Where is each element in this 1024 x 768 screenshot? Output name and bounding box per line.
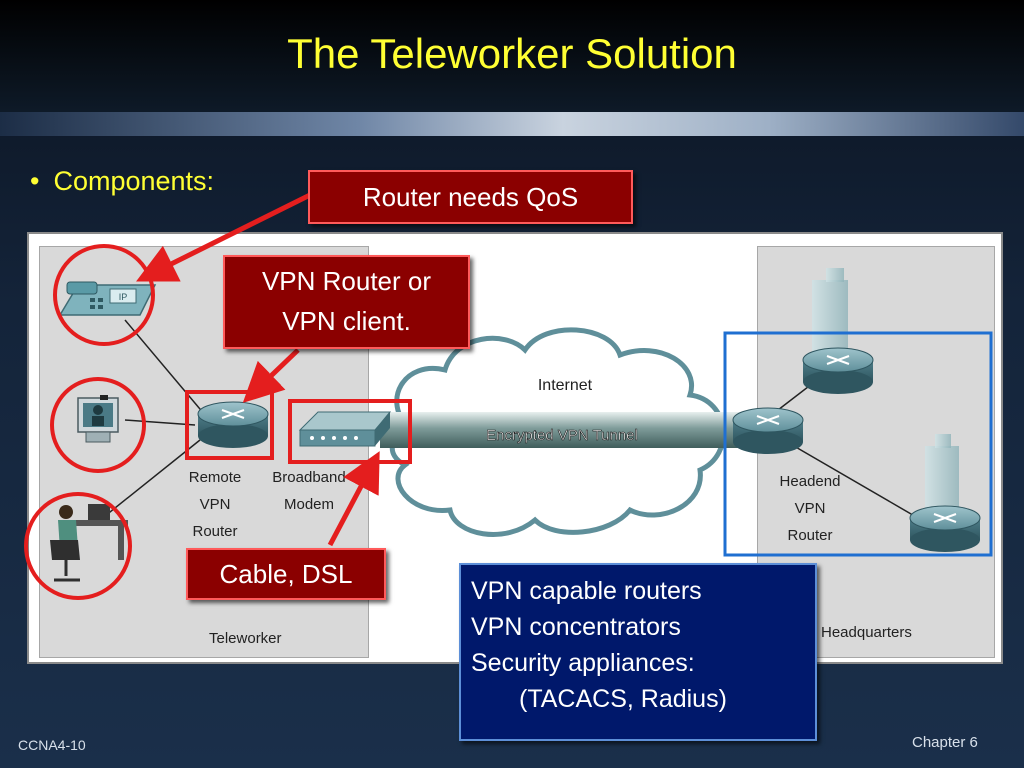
bullet-text: Components: (53, 166, 215, 196)
headend-router-label-line: VPN (794, 500, 826, 517)
ip-phone-icon: IP (58, 281, 157, 316)
tunnel-label: Encrypted VPN Tunnel (486, 427, 638, 444)
info-box-line: VPN concentrators (471, 613, 681, 641)
remote-router-icon (197, 401, 269, 448)
remote-router-highlight (185, 390, 274, 460)
title-divider (0, 112, 1024, 136)
bullet-dot-icon: • (30, 166, 40, 196)
hq-highlight (723, 331, 993, 557)
callout-arrows (136, 192, 380, 547)
highlight-circles (24, 244, 155, 600)
qos-callout: Router needs QoS (308, 170, 633, 224)
cable-callout: Cable, DSL (186, 548, 386, 600)
vpn-tunnel: Encrypted VPN Tunnel (380, 412, 760, 448)
headend-router-icon (732, 407, 804, 454)
footer-chapter: Chapter 6 (912, 734, 978, 751)
headquarters-zone-label: Headquarters (821, 624, 912, 641)
hq-router-icon (909, 505, 981, 552)
hq-router-icon (802, 347, 874, 394)
teleworker-zone-label: Teleworker (209, 630, 282, 647)
headend-router-label-line: Router (787, 527, 833, 544)
vpn-components-box: VPN capable routers VPN concentrators Se… (459, 563, 817, 741)
bullet-components: • Components: (30, 166, 214, 197)
headend-router-label-line: Headend (779, 473, 841, 490)
info-box-line: Security appliances: (471, 649, 695, 677)
title-band (0, 0, 1024, 112)
modem-label: Broadband Modem (259, 464, 359, 518)
remote-router-label-line: Router (192, 523, 238, 540)
video-terminal-icon (77, 395, 119, 443)
headend-router-label: Headend VPN Router (767, 468, 853, 549)
teleworker-person-icon (50, 504, 128, 582)
remote-router-label: Remote VPN Router (177, 464, 253, 545)
internet-label: Internet (538, 377, 593, 394)
remote-router-label-line: Remote (188, 469, 242, 486)
slide-title: The Teleworker Solution (287, 30, 737, 77)
info-box-line: (TACACS, Radius) (519, 685, 727, 713)
vpn-router-callout-line: VPN client. (282, 306, 411, 336)
modem-label-line: Broadband (272, 469, 346, 486)
info-box-line: VPN capable routers (471, 577, 702, 605)
footer-course: CCNA4-10 (18, 737, 86, 753)
vpn-router-callout-line: VPN Router or (261, 266, 432, 296)
vpn-router-callout: VPN Router or VPN client. (223, 255, 470, 349)
remote-router-label-line: VPN (199, 496, 231, 513)
modem-label-line: Modem (283, 496, 335, 513)
broadband-modem-icon (298, 411, 392, 447)
ip-phone-text: IP (119, 292, 128, 302)
